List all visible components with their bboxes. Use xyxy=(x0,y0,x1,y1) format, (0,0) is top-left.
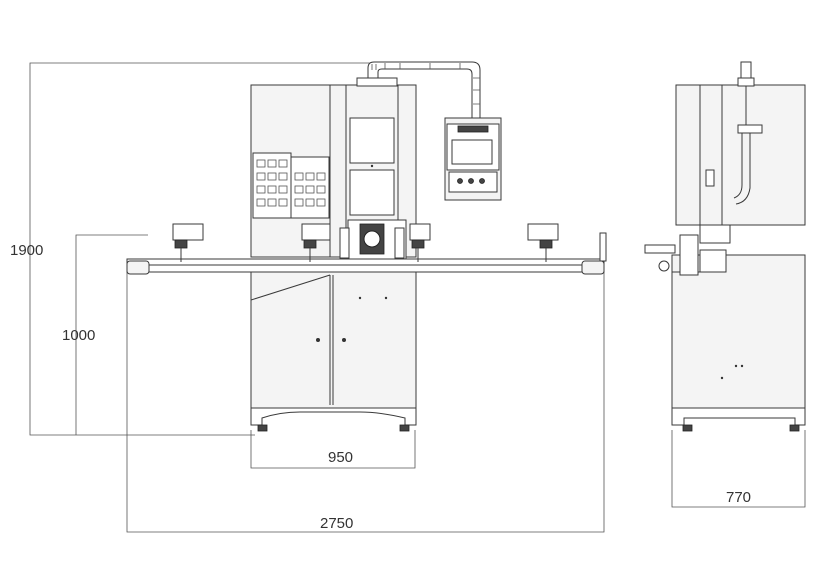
side-view xyxy=(644,61,806,432)
dimension-side-depth: 770 xyxy=(726,489,751,506)
front-view xyxy=(126,61,607,432)
clamps xyxy=(172,223,559,262)
tool-rack xyxy=(252,152,330,219)
dimension-lines xyxy=(29,62,806,533)
dimension-total-width: 2750 xyxy=(320,515,353,532)
dimension-total-height: 1900 xyxy=(10,242,43,259)
dimension-table-height: 1000 xyxy=(62,327,95,344)
dimension-cabinet-width: 950 xyxy=(328,449,353,466)
